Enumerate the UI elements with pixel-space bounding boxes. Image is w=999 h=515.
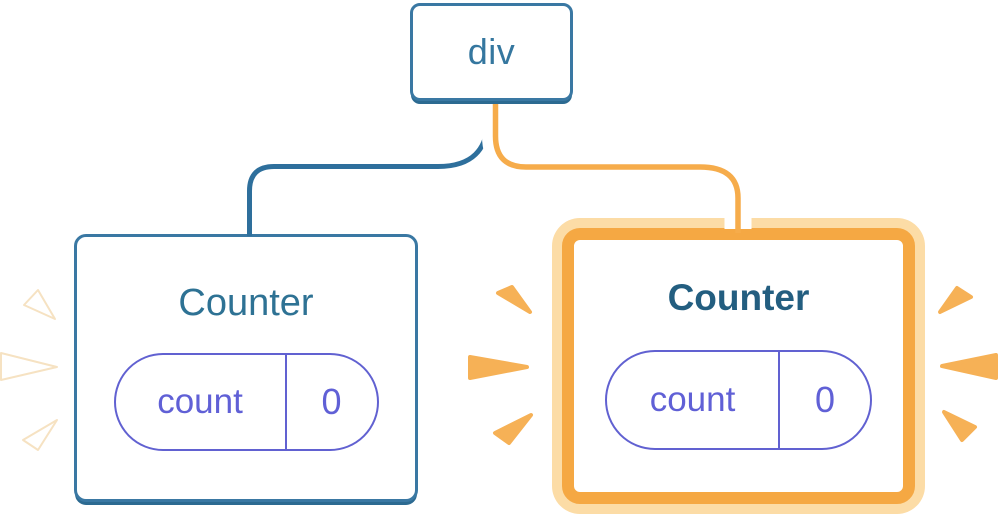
white-spark-icon (22, 419, 58, 451)
orange-spark-icon (938, 286, 973, 314)
white-spark-icon (23, 289, 56, 320)
counter-title: Counter (178, 282, 314, 324)
orange-spark-icon (496, 285, 532, 314)
orange-spark-icon (493, 413, 533, 445)
counter-card-right-highlighted: Counter count 0 (562, 228, 915, 504)
orange-sparks-left-group (468, 285, 533, 445)
white-spark-icon (0, 352, 58, 381)
edge-to-right-counter-casing (482, 100, 752, 229)
white-sparks-group (0, 289, 58, 451)
orange-sparks-right-group (938, 286, 998, 442)
root-div-node: div (410, 3, 573, 101)
orange-spark-icon (942, 410, 977, 442)
counter-card-left: Counter count 0 (74, 234, 418, 502)
state-key-label: count (649, 380, 736, 419)
state-value: 0 (284, 355, 377, 449)
state-pill: count 0 (605, 350, 872, 450)
counter-title: Counter (667, 277, 810, 318)
orange-spark-icon (940, 353, 998, 380)
state-value: 0 (778, 352, 870, 448)
state-key-label: count (157, 382, 243, 421)
edge-to-right-counter (492, 100, 741, 233)
edge-to-left-counter (247, 101, 491, 236)
orange-spark-icon (468, 355, 529, 380)
state-pill: count 0 (113, 353, 379, 451)
root-node-label: div (467, 31, 516, 72)
